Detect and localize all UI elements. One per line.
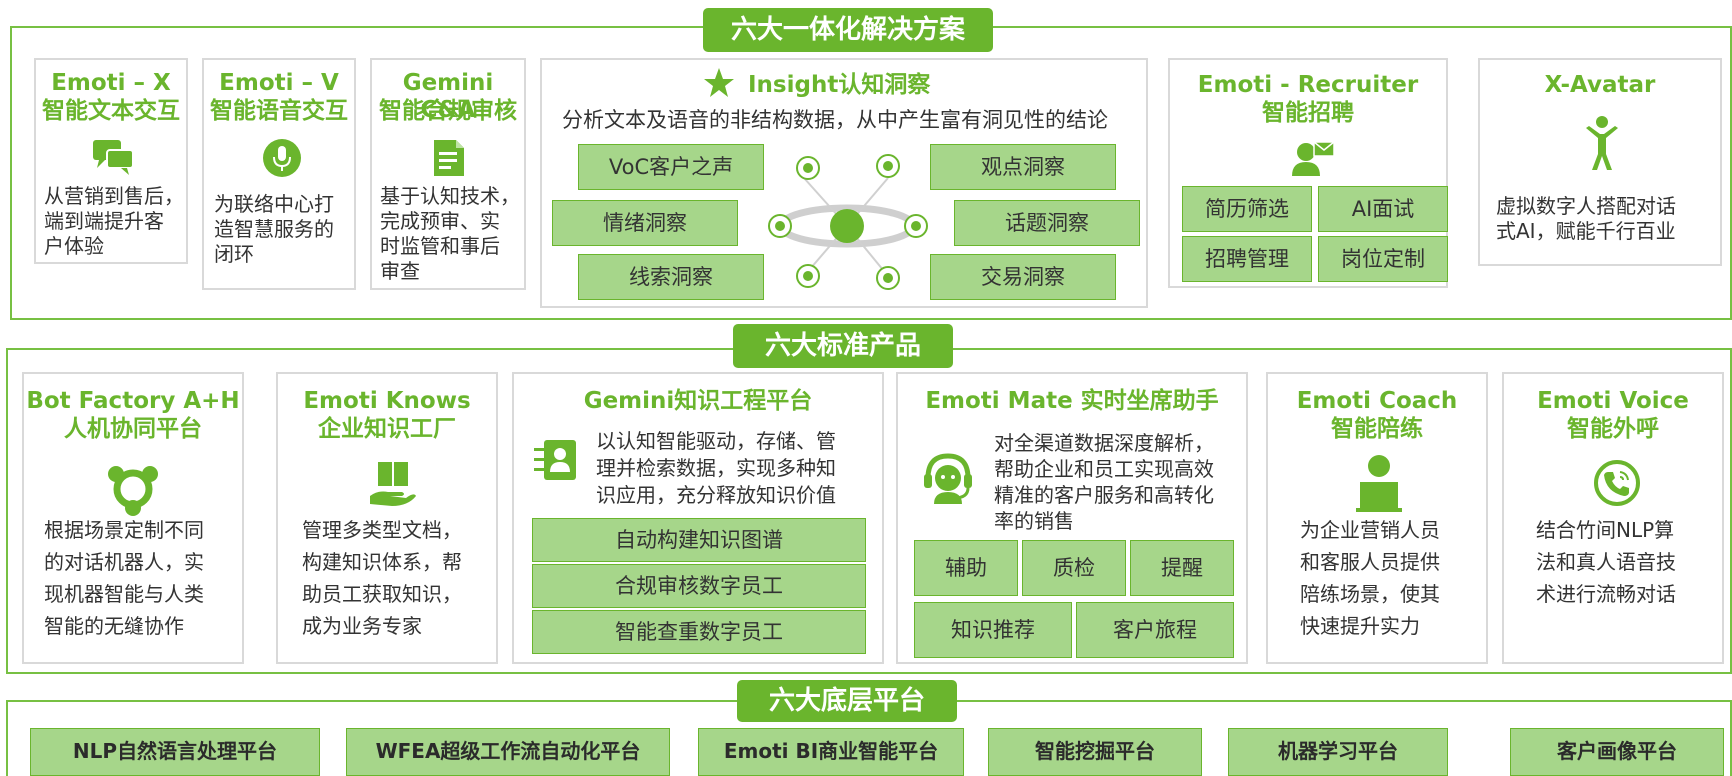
x-avatar-title: X-Avatar xyxy=(1544,72,1656,98)
collaboration-icon xyxy=(108,466,158,516)
gemini-kg-card[interactable]: Gemini知识工程平台 以认知智能驱动，存储、管理并检索数据，实现多种知识应用… xyxy=(512,372,884,664)
microphone-icon xyxy=(263,139,301,177)
platform-ml[interactable]: 机器学习平台 xyxy=(1228,728,1448,776)
insight-node-icon xyxy=(768,214,792,238)
phone-call-icon xyxy=(1594,460,1640,506)
headset-agent-icon xyxy=(924,453,972,504)
star-icon xyxy=(704,68,734,97)
insight-node-icon xyxy=(876,266,900,290)
emoti-mate-desc: 对全渠道数据深度解析，帮助企业和员工实现高效精准的客户服务和高转化率的销售 xyxy=(994,431,1214,533)
bot-factory-card[interactable]: Bot Factory A+H 人机协同平台 根据场景定制不同的对话机器人，实现… xyxy=(22,372,244,664)
book-hand-icon xyxy=(370,462,416,506)
platform-mining[interactable]: 智能挖掘平台 xyxy=(988,728,1202,776)
emoti-v-title: Emoti – V xyxy=(219,70,339,96)
emoti-knows-desc: 管理多类型文档，构建知识体系，帮助员工获取知识，成为业务专家 xyxy=(302,518,462,638)
insight-node-icon xyxy=(904,214,928,238)
emoti-v-card[interactable]: Emoti – V 智能语音交互 为联络中心打造智慧服务的闭环 xyxy=(202,58,356,290)
emoti-voice-desc: 结合竹间NLP算法和真人语音技术进行流畅对话 xyxy=(1536,518,1676,606)
emoti-v-desc: 为联络中心打造智慧服务的闭环 xyxy=(214,192,334,266)
emoti-knows-title: Emoti Knows xyxy=(303,388,471,414)
recruiter-tag-resume[interactable]: 简历筛选 xyxy=(1182,186,1312,232)
emoti-x-subtitle: 智能文本交互 xyxy=(42,98,180,124)
emoti-coach-desc: 为企业营销人员和客服人员提供陪练场景，使其快速提升实力 xyxy=(1300,518,1440,638)
emoti-mate-tag-remind[interactable]: 提醒 xyxy=(1130,540,1234,596)
x-avatar-card[interactable]: X-Avatar 虚拟数字人搭配对话式AI，赋能千行百业 xyxy=(1478,58,1722,266)
insight-title: Insight认知洞察 xyxy=(748,72,931,98)
emoti-mate-tag-assist[interactable]: 辅助 xyxy=(914,540,1018,596)
solutions-section-title: 六大一体化解决方案 xyxy=(703,8,993,52)
insight-tag-transaction[interactable]: 交易洞察 xyxy=(930,254,1116,300)
insight-tag-lead[interactable]: 线索洞察 xyxy=(578,254,764,300)
emoti-voice-subtitle: 智能外呼 xyxy=(1567,416,1659,442)
bot-factory-subtitle: 人机协同平台 xyxy=(64,416,202,442)
emoti-knows-card[interactable]: Emoti Knows 企业知识工厂 管理多类型文档，构建知识体系，帮助员工获取… xyxy=(276,372,498,664)
gemini-ca-subtitle: 智能合规审核 xyxy=(379,98,517,124)
bot-factory-desc: 根据场景定制不同的对话机器人，实现机器智能与人类智能的无缝协作 xyxy=(44,518,204,638)
emoti-x-title: Emoti – X xyxy=(51,70,171,96)
chat-icon xyxy=(93,140,134,175)
emoti-mate-tag-journey[interactable]: 客户旅程 xyxy=(1076,602,1234,658)
recruiter-card[interactable]: Emoti - Recruiter 智能招聘 简历筛选 AI面试 招聘管理 岗位… xyxy=(1168,58,1448,288)
gemini-ca-card[interactable]: Gemini C&A 智能合规审核 基于认知技术，完成预审、实时监管和事后审查 xyxy=(370,58,526,290)
insight-tag-voc[interactable]: VoC客户之声 xyxy=(578,144,764,190)
gemini-kg-title: Gemini知识工程平台 xyxy=(583,388,813,414)
insight-tag-opinion[interactable]: 观点洞察 xyxy=(930,144,1116,190)
recruiter-tag-position[interactable]: 岗位定制 xyxy=(1318,236,1448,282)
bot-factory-title: Bot Factory A+H xyxy=(26,388,240,414)
insight-tag-emotion[interactable]: 情绪洞察 xyxy=(552,200,738,246)
platform-emoti-bi[interactable]: Emoti BI商业智能平台 xyxy=(698,728,964,776)
insight-node-icon xyxy=(796,264,820,288)
platform-customer-profile[interactable]: 客户画像平台 xyxy=(1510,728,1724,776)
emoti-mate-card[interactable]: Emoti Mate 实时坐席助手 对全渠道数据深度解析，帮助企业和员工实现高效… xyxy=(896,372,1248,664)
insight-node-icon xyxy=(876,154,900,178)
insight-card[interactable]: Insight认知洞察 分析文本及语音的非结构数据，从中产生富有洞见性的结论 V… xyxy=(540,58,1148,308)
recruiter-title: Emoti - Recruiter xyxy=(1197,72,1419,98)
recruiter-subtitle: 智能招聘 xyxy=(1262,100,1354,126)
gemini-kg-tag-compliance[interactable]: 合规审核数字员工 xyxy=(532,564,866,608)
recruiter-tag-ai-interview[interactable]: AI面试 xyxy=(1318,186,1448,232)
insight-subtitle: 分析文本及语音的非结构数据，从中产生富有洞见性的结论 xyxy=(562,108,1108,132)
emoti-voice-title: Emoti Voice xyxy=(1537,388,1689,414)
insight-tag-topic[interactable]: 话题洞察 xyxy=(954,200,1140,246)
recruiter-tag-management[interactable]: 招聘管理 xyxy=(1182,236,1312,282)
emoti-coach-title: Emoti Coach xyxy=(1296,388,1458,414)
emoti-coach-subtitle: 智能陪练 xyxy=(1331,416,1423,442)
gemini-ca-desc: 基于认知技术，完成预审、实时监管和事后审查 xyxy=(380,184,520,283)
products-section-title: 六大标准产品 xyxy=(733,324,953,368)
emoti-mate-tag-qc[interactable]: 质检 xyxy=(1022,540,1126,596)
emoti-mate-tag-knowledge[interactable]: 知识推荐 xyxy=(914,602,1072,658)
emoti-v-subtitle: 智能语音交互 xyxy=(210,98,348,124)
platforms-section-title: 六大底层平台 xyxy=(737,680,957,722)
insight-node-icon xyxy=(796,156,820,180)
emoti-mate-title: Emoti Mate 实时坐席助手 xyxy=(925,388,1219,414)
trainer-icon xyxy=(1356,455,1402,512)
platform-nlp[interactable]: NLP自然语言处理平台 xyxy=(30,728,320,776)
recruiter-icon xyxy=(1292,141,1335,176)
gemini-kg-desc: 以认知智能驱动，存储、管理并检索数据，实现多种知识应用，充分释放知识价值 xyxy=(596,429,836,507)
gemini-kg-tag-dedup[interactable]: 智能查重数字员工 xyxy=(532,610,866,654)
contact-card-icon xyxy=(534,440,576,480)
gemini-ca-title: Gemini C&A xyxy=(402,70,494,123)
emoti-voice-card[interactable]: Emoti Voice 智能外呼 结合竹间NLP算法和真人语音技术进行流畅对话 xyxy=(1502,372,1724,664)
emoti-coach-card[interactable]: Emoti Coach 智能陪练 为企业营销人员和客服人员提供陪练场景，使其快速… xyxy=(1266,372,1488,664)
emoti-x-desc: 从营销到售后，端到端提升客户体验 xyxy=(44,184,184,258)
document-icon xyxy=(434,140,464,176)
gemini-kg-tag-graph[interactable]: 自动构建知识图谱 xyxy=(532,518,866,562)
x-avatar-desc: 虚拟数字人搭配对话式AI，赋能千行百业 xyxy=(1496,194,1676,243)
emoti-knows-subtitle: 企业知识工厂 xyxy=(318,416,456,442)
person-icon xyxy=(1586,116,1618,170)
emoti-x-card[interactable]: Emoti – X 智能文本交互 从营销到售后，端到端提升客户体验 xyxy=(34,58,188,264)
platform-wfea[interactable]: WFEA超级工作流自动化平台 xyxy=(346,728,670,776)
